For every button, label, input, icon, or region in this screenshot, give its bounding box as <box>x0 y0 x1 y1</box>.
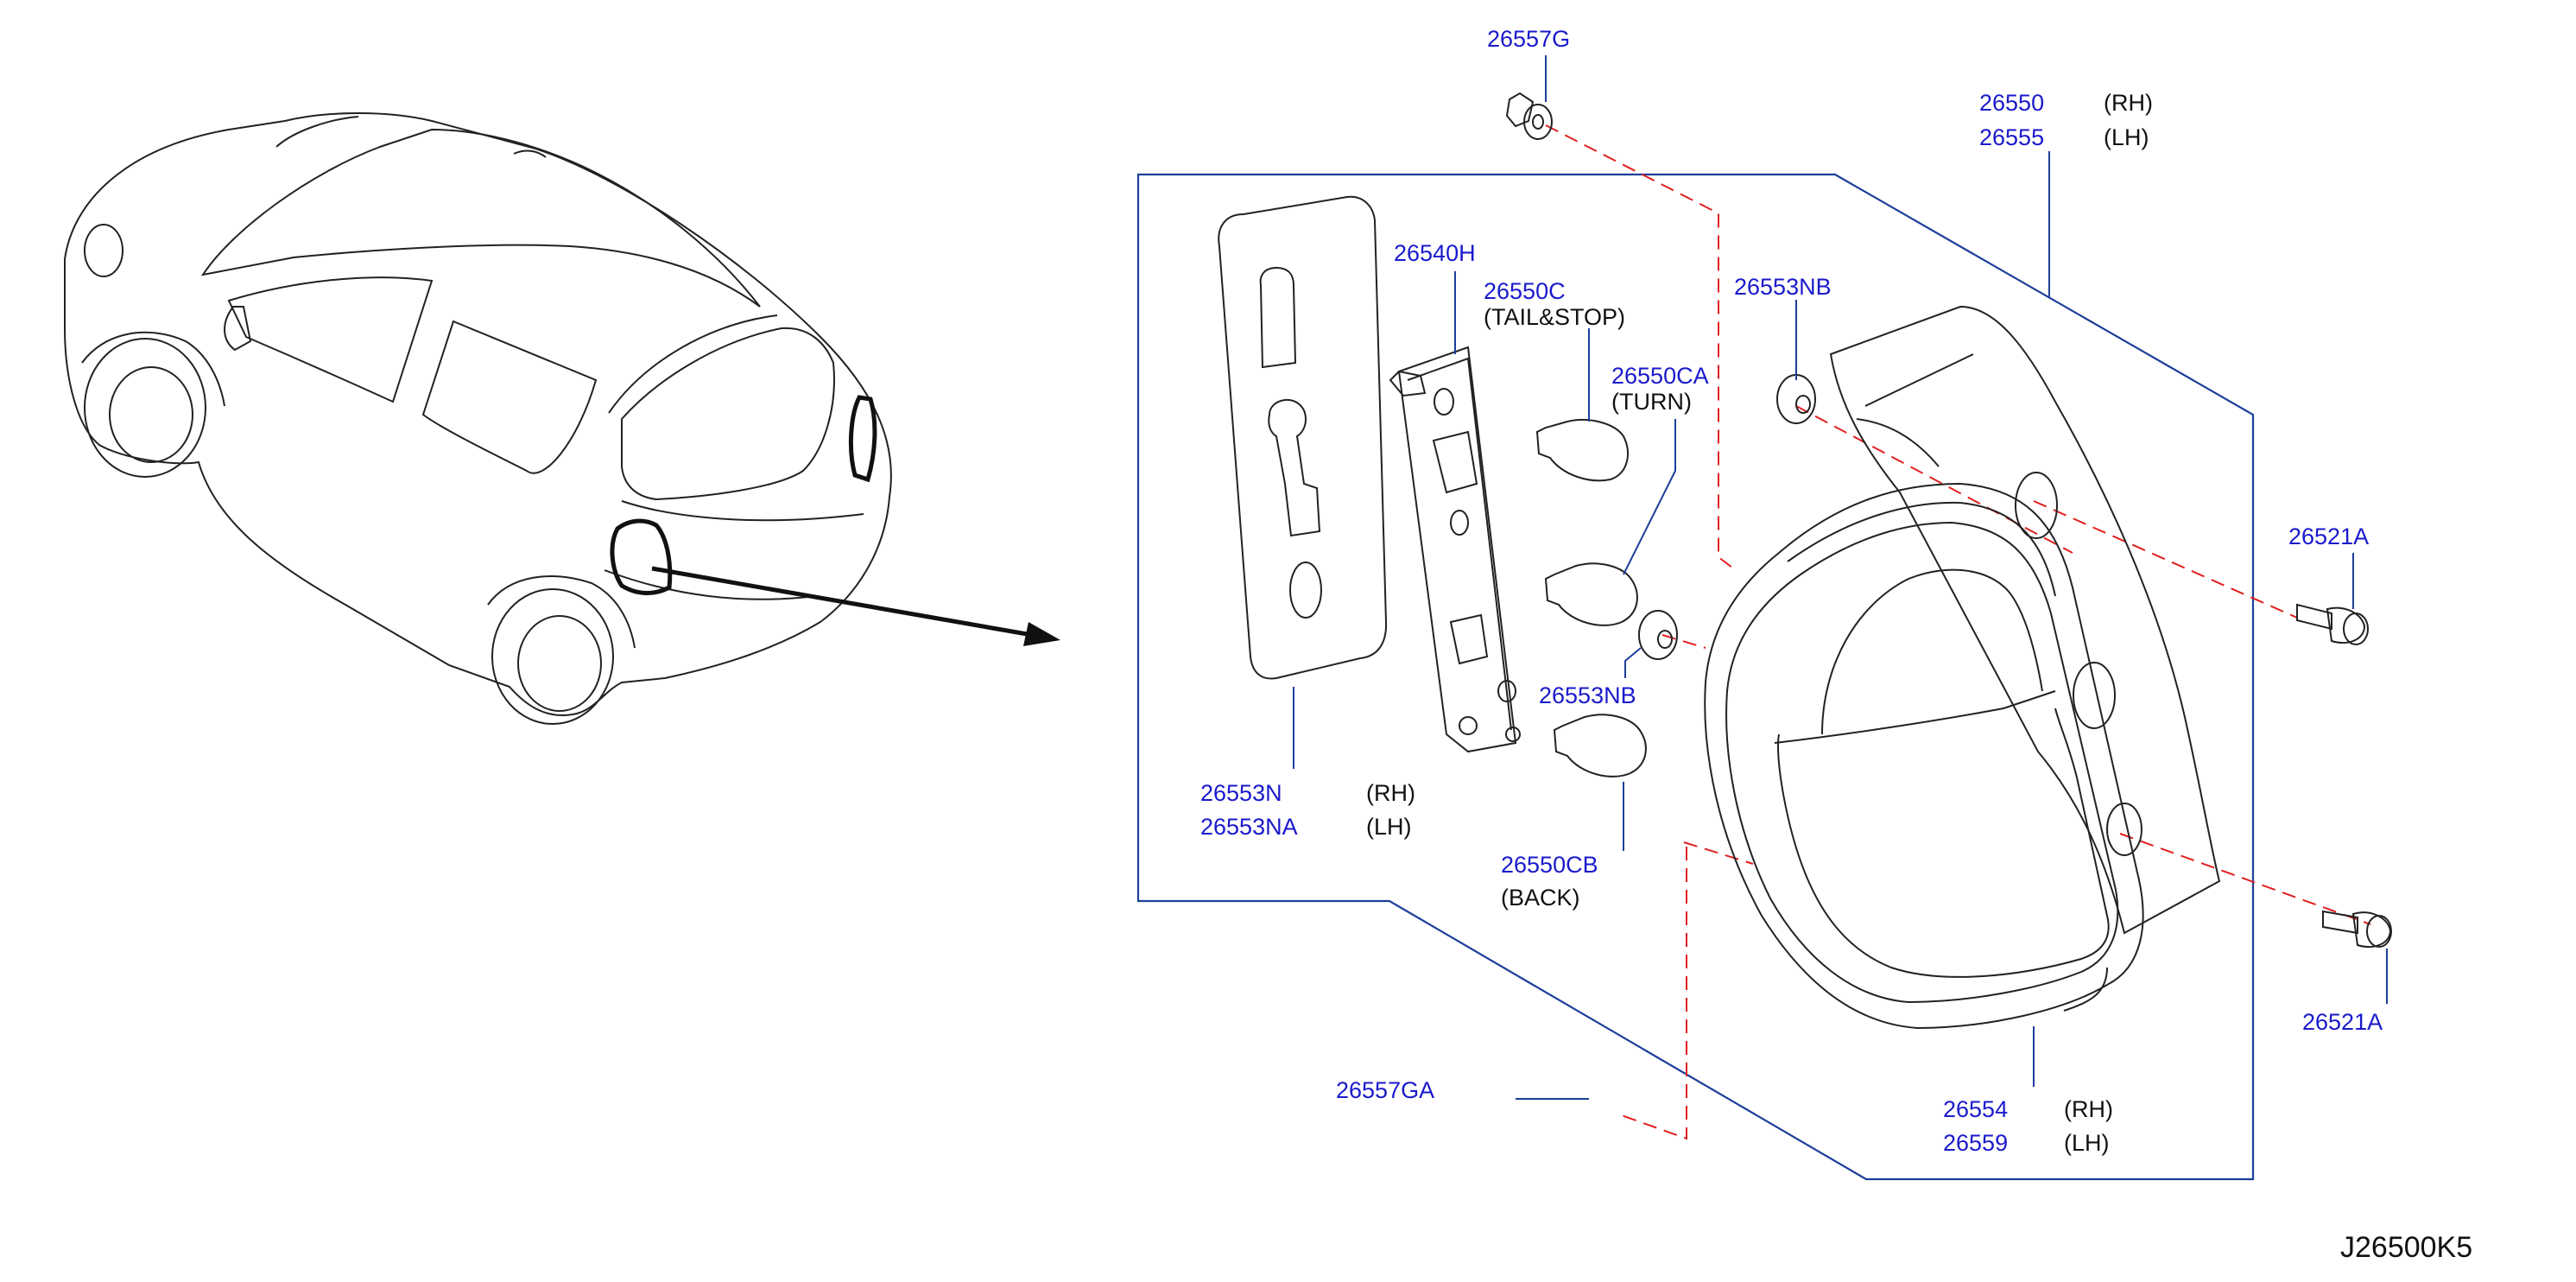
part-number-label: 26553NA <box>1200 814 1298 840</box>
bolt-icon <box>2296 603 2392 948</box>
arrow-right-icon <box>651 566 1060 646</box>
part-number-label: 26559 <box>1943 1130 2008 1156</box>
part-number-label: 26557GA <box>1336 1077 1434 1103</box>
part-number-label: 26553N <box>1200 780 1282 806</box>
part-number-label: 26550 <box>1979 90 2044 116</box>
part-note-label: (RH) <box>2104 90 2153 116</box>
assembly-frame <box>1136 173 2255 1181</box>
part-note-label: (TAIL&STOP) <box>1484 304 1625 330</box>
part-note-label: (TURN) <box>1611 389 1692 415</box>
part-note-label: (LH) <box>2104 124 2149 150</box>
hatchback-rear-view-icon <box>64 112 892 725</box>
wedge-bulb-icon <box>1535 418 1647 777</box>
lamp-assembly-part <box>1704 305 2221 1030</box>
leader-lines <box>1293 55 2388 1100</box>
push-clip-icon <box>1505 92 1553 140</box>
diagram-reference-code: J26500K5 <box>2340 1231 2472 1264</box>
part-number-label: 26521A <box>2288 524 2369 549</box>
part-note-label: (RH) <box>1366 780 1415 806</box>
part-number-label: 26555 <box>1979 124 2044 150</box>
part-number-label: 26550CA <box>1611 363 1709 389</box>
part-number-label: 26550C <box>1484 278 1566 304</box>
socket-plate-part <box>1389 346 1521 753</box>
part-number-label: 26557G <box>1487 26 1570 52</box>
alignment-axes <box>1545 124 2371 1140</box>
part-labels: 26557G 26550 (RH) 26555 (LH) 26540H 2655… <box>1200 26 2472 1264</box>
part-number-label: 26540H <box>1394 240 1476 266</box>
gasket-part <box>1218 195 1388 680</box>
part-number-label: 26521A <box>2302 1009 2383 1035</box>
part-note-label: (BACK) <box>1501 885 1580 911</box>
part-number-label: 26550CB <box>1501 852 1598 878</box>
part-number-label: 26553NB <box>1539 682 1636 708</box>
part-number-label: 26554 <box>1943 1096 2008 1122</box>
part-note-label: (RH) <box>2064 1096 2113 1122</box>
grommet-icon <box>1638 374 1816 660</box>
part-note-label: (LH) <box>2064 1130 2110 1156</box>
part-number-label: 26553NB <box>1734 274 1832 300</box>
part-note-label: (LH) <box>1366 814 1412 840</box>
